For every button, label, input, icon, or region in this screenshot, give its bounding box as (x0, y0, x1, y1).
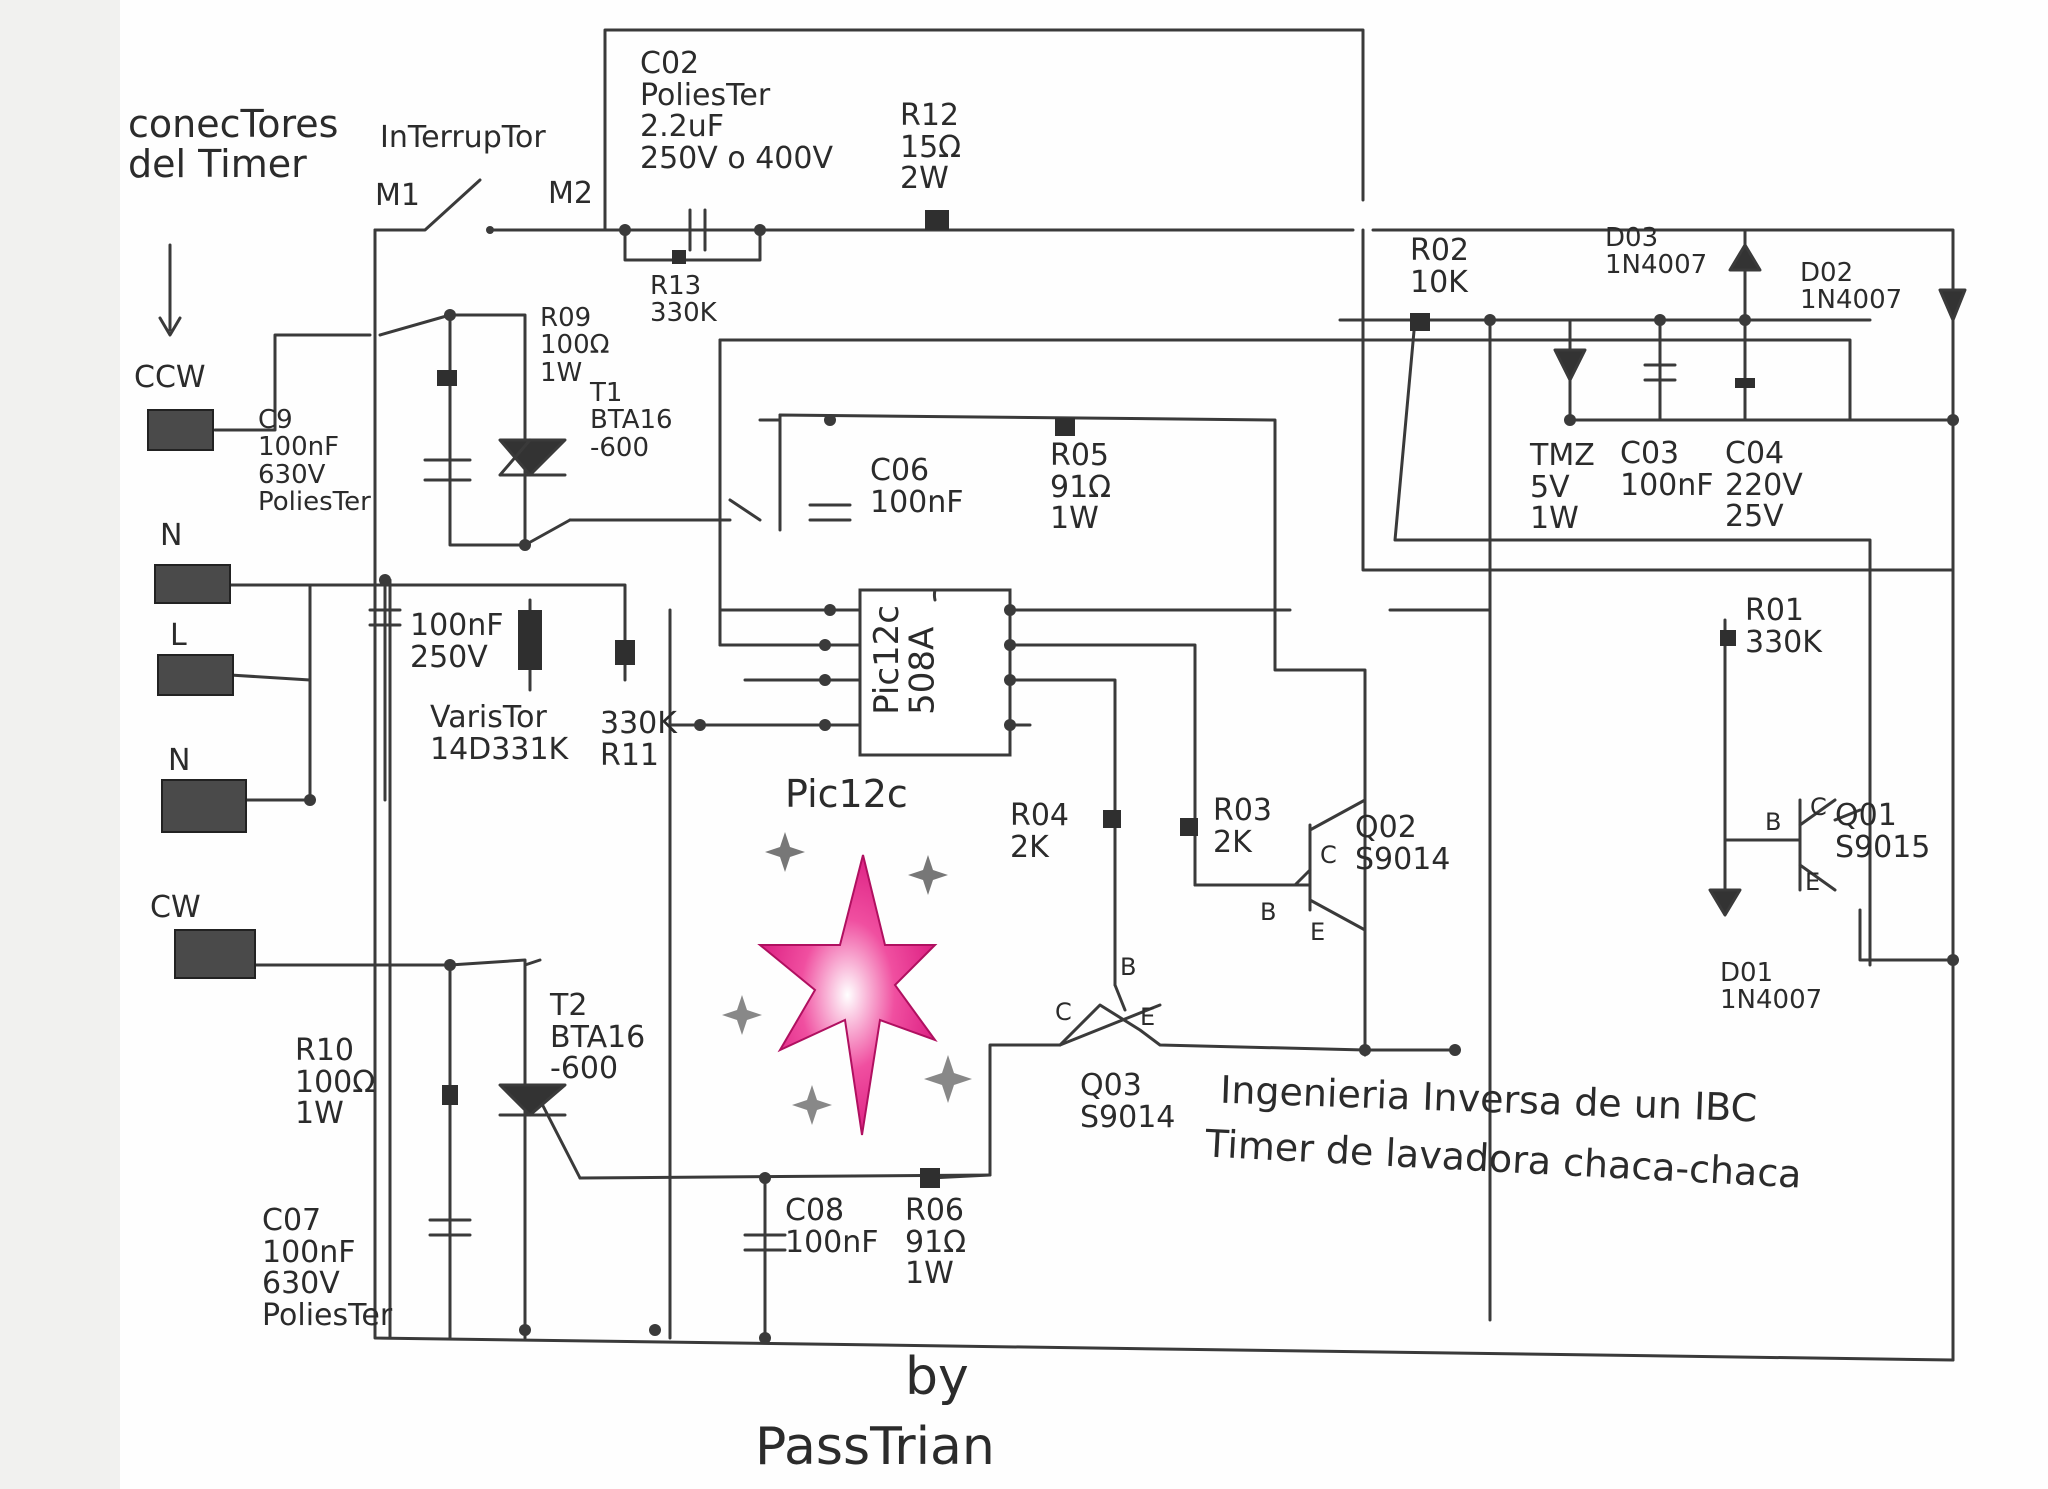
resistor-r02 (1410, 313, 1430, 331)
resistor-r03 (1180, 818, 1198, 836)
connector-ccw (147, 409, 214, 451)
pin-q03-c: C (1055, 998, 1072, 1026)
label-r02: R02 10K (1410, 233, 1470, 300)
label-r06: R06 91Ω 1W (905, 1193, 967, 1291)
resistor-r05 (1055, 418, 1075, 436)
resistor-r09 (437, 370, 457, 386)
label-cw: CW (150, 890, 201, 925)
label-pic-chip: Pic12c 508A (867, 605, 943, 715)
label-c04: C04 220V 25V (1725, 436, 1803, 534)
label-d02: D02 1N4007 (1800, 258, 1903, 316)
label-c9: C9 100nF 630V PoliesTer (258, 405, 371, 517)
label-d01: D01 1N4007 (1720, 958, 1823, 1016)
diode-d02 (1938, 288, 1967, 322)
label-r12: R12 15Ω 2W (900, 98, 962, 196)
varistor (518, 610, 542, 670)
pin-q02-b: B (1260, 898, 1277, 926)
pin-q03-b: B (1120, 953, 1137, 981)
connector-n1 (154, 564, 231, 604)
capacitor-c07-symbol (428, 1218, 472, 1237)
connector-n2 (161, 779, 247, 833)
label-c07: C07 100nF 630V PoliesTer (262, 1203, 393, 1333)
capacitor-var-symbol (368, 608, 402, 627)
label-c03: C03 100nF (1620, 436, 1714, 503)
label-pic12c: Pic12c (785, 772, 908, 816)
label-q01: Q01 S9015 (1835, 798, 1931, 865)
pin-q01-b: B (1765, 808, 1782, 836)
capacitor-c08-symbol (743, 1233, 787, 1252)
label-c06: C06 100nF (870, 453, 964, 520)
transistor-q03 (1058, 1003, 1162, 1047)
resistor-r13 (672, 250, 686, 264)
pin-q01-c: C (1810, 793, 1827, 821)
resistor-r11 (615, 640, 635, 665)
pin-q01-e: E (1805, 868, 1821, 896)
label-d03: D03 1N4007 (1605, 223, 1708, 281)
resistor-r04 (1103, 810, 1121, 828)
label-r03: R03 2K (1213, 793, 1273, 860)
label-r10: R10 100Ω 1W (295, 1033, 376, 1131)
label-c08: C08 100nF (785, 1193, 879, 1260)
switch-m1: M1 (375, 178, 420, 213)
switch-m2: M2 (548, 176, 593, 211)
label-t1: T1 BTA16 -600 (590, 378, 673, 463)
capacitor-c02-symbol (688, 208, 707, 252)
connector-cw (174, 929, 256, 979)
label-t2: T2 BTA16 -600 (550, 988, 646, 1086)
diode-d03 (1728, 243, 1762, 272)
label-r09: R09 100Ω 1W (540, 303, 610, 388)
capacitor-c03-symbol (1643, 363, 1677, 382)
transistor-q01 (1798, 798, 1837, 892)
label-ccw: CCW (134, 360, 206, 395)
connector-l (157, 654, 234, 696)
author-name: PassTrian (755, 1417, 995, 1477)
label-c-var: 100nF 250V (410, 608, 504, 675)
label-r11: 330K R11 (600, 706, 677, 773)
label-c02: C02 PoliesTer 2.2uF 250V o 400V (640, 46, 833, 176)
label-r05: R05 91Ω 1W (1050, 438, 1112, 536)
label-r01: R01 330K (1745, 593, 1822, 660)
zener-tmz (1553, 348, 1587, 382)
label-n1: N (160, 518, 183, 553)
label-q02: Q02 S9014 (1355, 810, 1451, 877)
pin-q03-e: E (1140, 1003, 1156, 1031)
capacitor-c06-symbol (808, 503, 852, 522)
label-n2: N (168, 743, 191, 778)
label-tmz: TMZ 5V 1W (1530, 438, 1595, 536)
connectors-header: conecTores del Timer (128, 102, 339, 186)
diode-d01 (1708, 888, 1742, 917)
label-r04: R04 2K (1010, 798, 1070, 865)
capacitor-c04 (1735, 378, 1755, 388)
starburst-decoration (722, 832, 972, 1136)
scan-margin (0, 0, 120, 1489)
resistor-r12 (925, 210, 949, 230)
author-by: by (905, 1347, 969, 1407)
label-varistor: VarisTor 14D331K (430, 700, 569, 767)
label-r13: R13 330K (650, 271, 717, 329)
triac-t2-symbol (498, 1083, 567, 1117)
paper-sheet (120, 0, 2048, 1489)
resistor-r06 (920, 1168, 940, 1188)
label-l: L (170, 618, 187, 653)
switch-title: InTerrupTor (380, 120, 546, 155)
pin-q02-e: E (1310, 918, 1326, 946)
resistor-r01 (1720, 630, 1736, 646)
pin-q02-c: C (1320, 841, 1337, 869)
triac-t1-symbol (498, 438, 567, 477)
pic-chip-notch (932, 588, 937, 602)
label-q03: Q03 S9014 (1080, 1068, 1176, 1135)
resistor-r10 (442, 1085, 458, 1105)
junction-dots (304, 224, 1959, 1344)
capacitor-c9-symbol (423, 458, 472, 482)
